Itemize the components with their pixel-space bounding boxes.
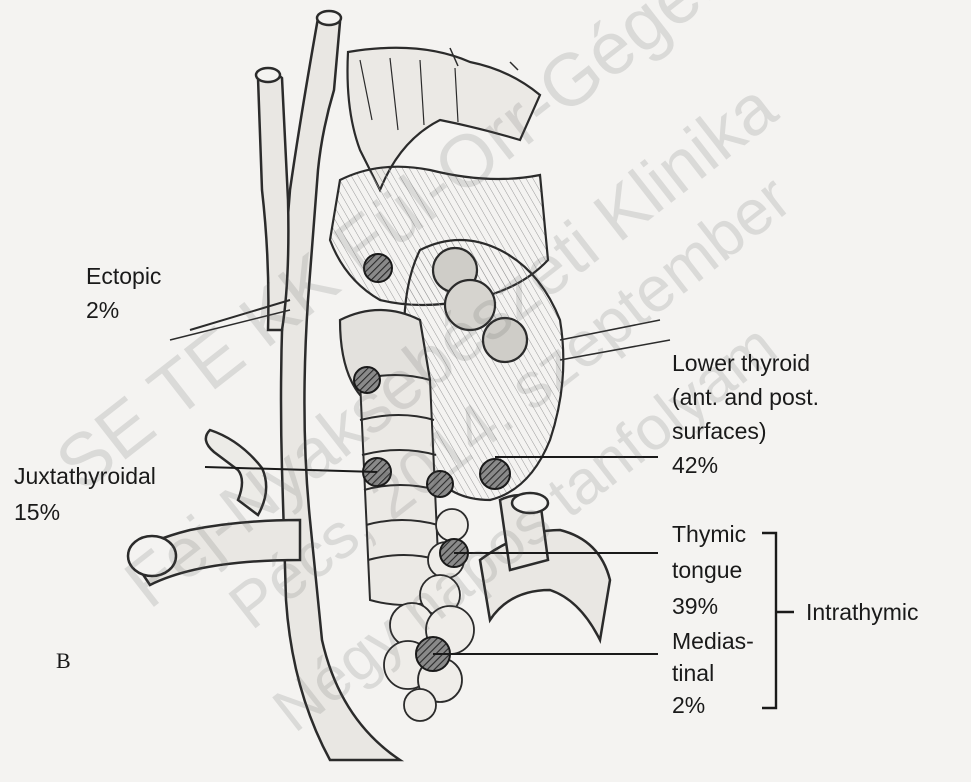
label-thymic-tongue-line-2: tongue: [672, 552, 746, 588]
parathyroid-marker-ectopic: [364, 254, 392, 282]
label-thymic-tongue-line-1: Thymic: [672, 516, 746, 552]
label-intrathymic: Intrathymic: [806, 598, 918, 626]
label-mediastinal-line-1: Medias-: [672, 625, 754, 657]
label-lower-thyroid-line-3: surfaces): [672, 414, 819, 448]
label-thymic-tongue: Thymic tongue 39%: [672, 516, 746, 624]
label-ectopic: Ectopic 2%: [86, 262, 161, 324]
label-juxtathyroidal-percent: 15%: [14, 498, 156, 526]
panel-letter: B: [56, 648, 71, 674]
parathyroid-marker-upper: [354, 367, 380, 393]
label-lower-thyroid-percent: 42%: [672, 448, 819, 482]
label-lower-thyroid: Lower thyroid (ant. and post. surfaces) …: [672, 346, 819, 482]
parathyroid-marker-lower-1: [427, 471, 453, 497]
label-ectopic-name: Ectopic: [86, 262, 161, 290]
label-juxtathyroidal: Juxtathyroidal 15%: [14, 462, 156, 526]
parathyroid-marker-lower-2: [480, 459, 510, 489]
label-mediastinal-line-2: tinal: [672, 657, 754, 689]
label-ectopic-percent: 2%: [86, 296, 161, 324]
label-lower-thyroid-line-2: (ant. and post.: [672, 380, 819, 414]
label-mediastinal-percent: 2%: [672, 689, 754, 721]
label-mediastinal: Medias- tinal 2%: [672, 625, 754, 721]
label-juxtathyroidal-name: Juxtathyroidal: [14, 462, 156, 490]
label-thymic-tongue-percent: 39%: [672, 588, 746, 624]
label-lower-thyroid-line-1: Lower thyroid: [672, 346, 819, 380]
